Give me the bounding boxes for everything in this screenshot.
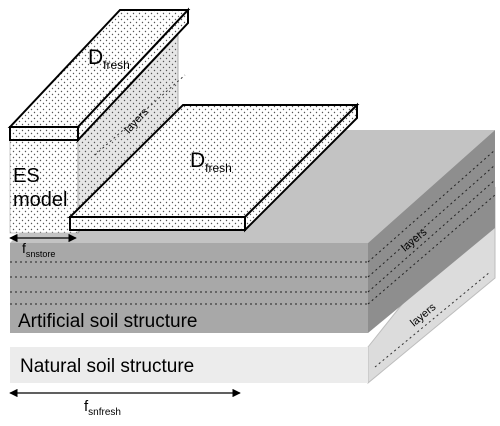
snow-slab-left-front — [9, 126, 79, 141]
f-snstore-label: fsnstore — [22, 240, 55, 259]
artificial-soil-front — [10, 243, 368, 333]
snow-slab-left — [7, 7, 191, 143]
d-fresh-label-right: Dfresh — [190, 149, 232, 175]
es-model-label-line2: model — [13, 189, 67, 211]
snow-slab-right-front — [69, 216, 246, 231]
artificial-soil-label: Artificial soil structure — [18, 311, 198, 332]
artificial-soil-side — [368, 130, 495, 333]
snow-slab-right — [67, 102, 360, 233]
f-snfresh-label: fsnfresh — [84, 398, 121, 418]
snow-slab-right-side — [244, 102, 358, 233]
snow-slab-left-side — [77, 7, 189, 143]
es-model-label-line1: ES — [13, 165, 40, 187]
natural-soil-front — [10, 347, 368, 383]
d-fresh-label-left: Dfresh — [88, 46, 130, 72]
natural-soil-label: Natural soil structure — [20, 356, 194, 377]
es-model-layer-line — [94, 74, 186, 156]
artificial-soil-layer-lines — [10, 149, 496, 305]
